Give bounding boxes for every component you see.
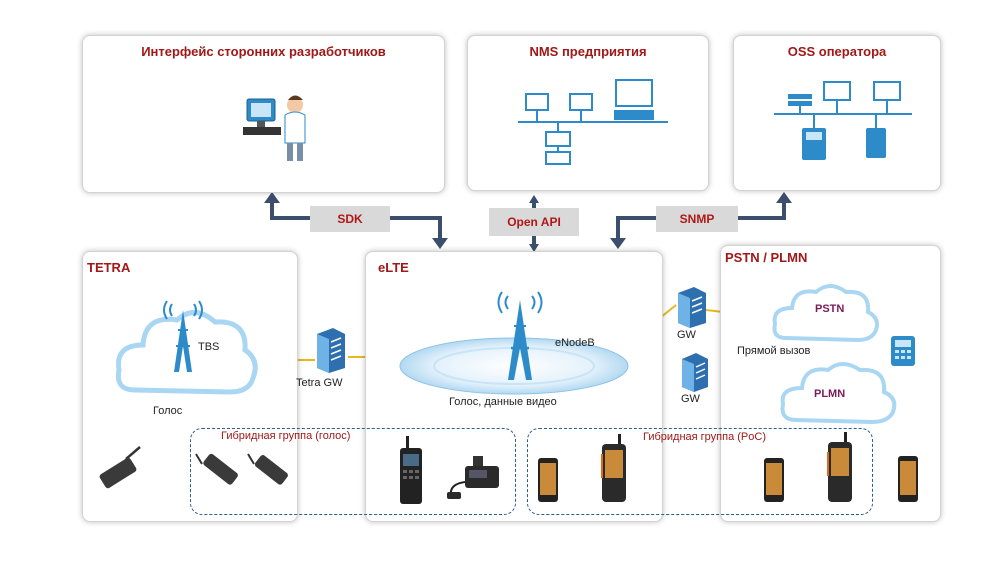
pstn-plmn-title: PSTN / PLMN [725, 250, 808, 265]
vehicle-radio-icon [447, 456, 499, 499]
rugged-phone-2-icon [827, 432, 852, 502]
tetra-radio-icon [99, 446, 141, 489]
nms-network-icon [518, 79, 668, 165]
gw2-label: GW [681, 393, 700, 405]
rugged-phone-1-icon [601, 434, 626, 502]
developer-workstation-icon [243, 95, 306, 161]
tetra-radio-3-icon [247, 453, 288, 485]
nms-box: NMS предприятия [467, 35, 709, 191]
plmn-cloud-icon [780, 362, 897, 425]
oss-title: OSS оператора [787, 44, 887, 59]
smartphone-1-icon [538, 458, 558, 502]
oss-network-icon [774, 81, 912, 160]
pstn-label: PSTN [815, 303, 845, 315]
tetra-radio-2-icon [195, 453, 238, 485]
pstn-cloud-icon [772, 284, 879, 343]
sdk-arrow-down [390, 216, 442, 240]
hybrid-group-voice-label: Гибридная группа (голос) [221, 430, 351, 442]
tetra-title: TETRA [87, 260, 131, 275]
hybrid-group-poc-label: Гибридная группа (PoC) [643, 431, 766, 443]
desk-phone-icon [891, 336, 915, 366]
plmn-label: PLMN [814, 388, 846, 400]
services-label: Голос, данные видео [449, 396, 557, 408]
gw1-icon [678, 287, 706, 328]
enodeb-tower-icon [497, 291, 543, 380]
sdk-label: SDK [310, 206, 390, 232]
snmp-arrow-down [616, 216, 656, 240]
direct-call-label: Прямой вызов [737, 345, 811, 357]
voice-label: Голос [153, 405, 183, 417]
sdk-interface-box: Интерфейс сторонних разработчиков [82, 35, 445, 193]
smartphone-3-icon [898, 456, 918, 502]
elte-title: eLTE [378, 260, 409, 275]
open-api-label: Open API [489, 208, 579, 236]
sdk-interface-title: Интерфейс сторонних разработчиков [141, 44, 386, 59]
oss-box: OSS оператора [733, 35, 941, 191]
elte-handset-icon [400, 436, 422, 504]
tetra-gateway-icon [317, 328, 345, 373]
hybrid-group-poc [527, 428, 873, 515]
sdk-arrow-up [270, 200, 310, 220]
smartphone-2-icon [764, 458, 784, 502]
snmp-label: SNMP [656, 206, 738, 232]
tbs-tower-icon [163, 300, 203, 372]
tetra-gateway-label: Tetra GW [296, 377, 343, 389]
hybrid-group-voice [190, 428, 516, 515]
gw2-icon [682, 353, 708, 392]
nms-title: NMS предприятия [529, 44, 647, 59]
enodeb-label: eNodeB [555, 337, 595, 349]
snmp-arrow-up [738, 200, 786, 220]
tbs-label: TBS [198, 341, 220, 353]
gw1-label: GW [677, 329, 696, 341]
